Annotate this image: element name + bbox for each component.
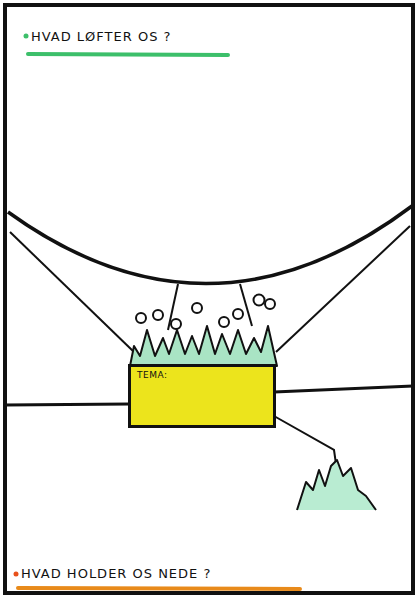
heading-question: HVAD HOLDER OS NEDE ?	[21, 566, 211, 581]
horizon-line	[274, 386, 413, 392]
people-bodies	[130, 326, 277, 366]
head	[153, 310, 163, 320]
green-underline	[28, 54, 228, 55]
ground-anchor	[297, 460, 376, 510]
ground-shading	[297, 460, 376, 510]
head	[136, 313, 146, 323]
green-dot	[24, 34, 29, 39]
head	[192, 303, 202, 313]
people-heads	[136, 295, 275, 330]
heading-question: HVAD LØFTER OS ?	[31, 29, 171, 44]
orange-dot	[14, 572, 19, 577]
orange-underline	[18, 588, 300, 589]
rope	[10, 232, 134, 352]
rope	[240, 284, 252, 326]
head	[171, 319, 181, 329]
head	[219, 317, 229, 327]
head	[254, 295, 265, 306]
horizon-line	[5, 404, 130, 405]
balloon-envelope	[8, 206, 412, 284]
head	[233, 309, 243, 319]
anchor-rope	[274, 416, 336, 464]
rope	[276, 226, 410, 352]
theme-label: TEMA:	[137, 370, 167, 380]
frame	[5, 5, 413, 593]
head	[265, 299, 275, 309]
basket-box: TEMA:	[128, 364, 276, 428]
